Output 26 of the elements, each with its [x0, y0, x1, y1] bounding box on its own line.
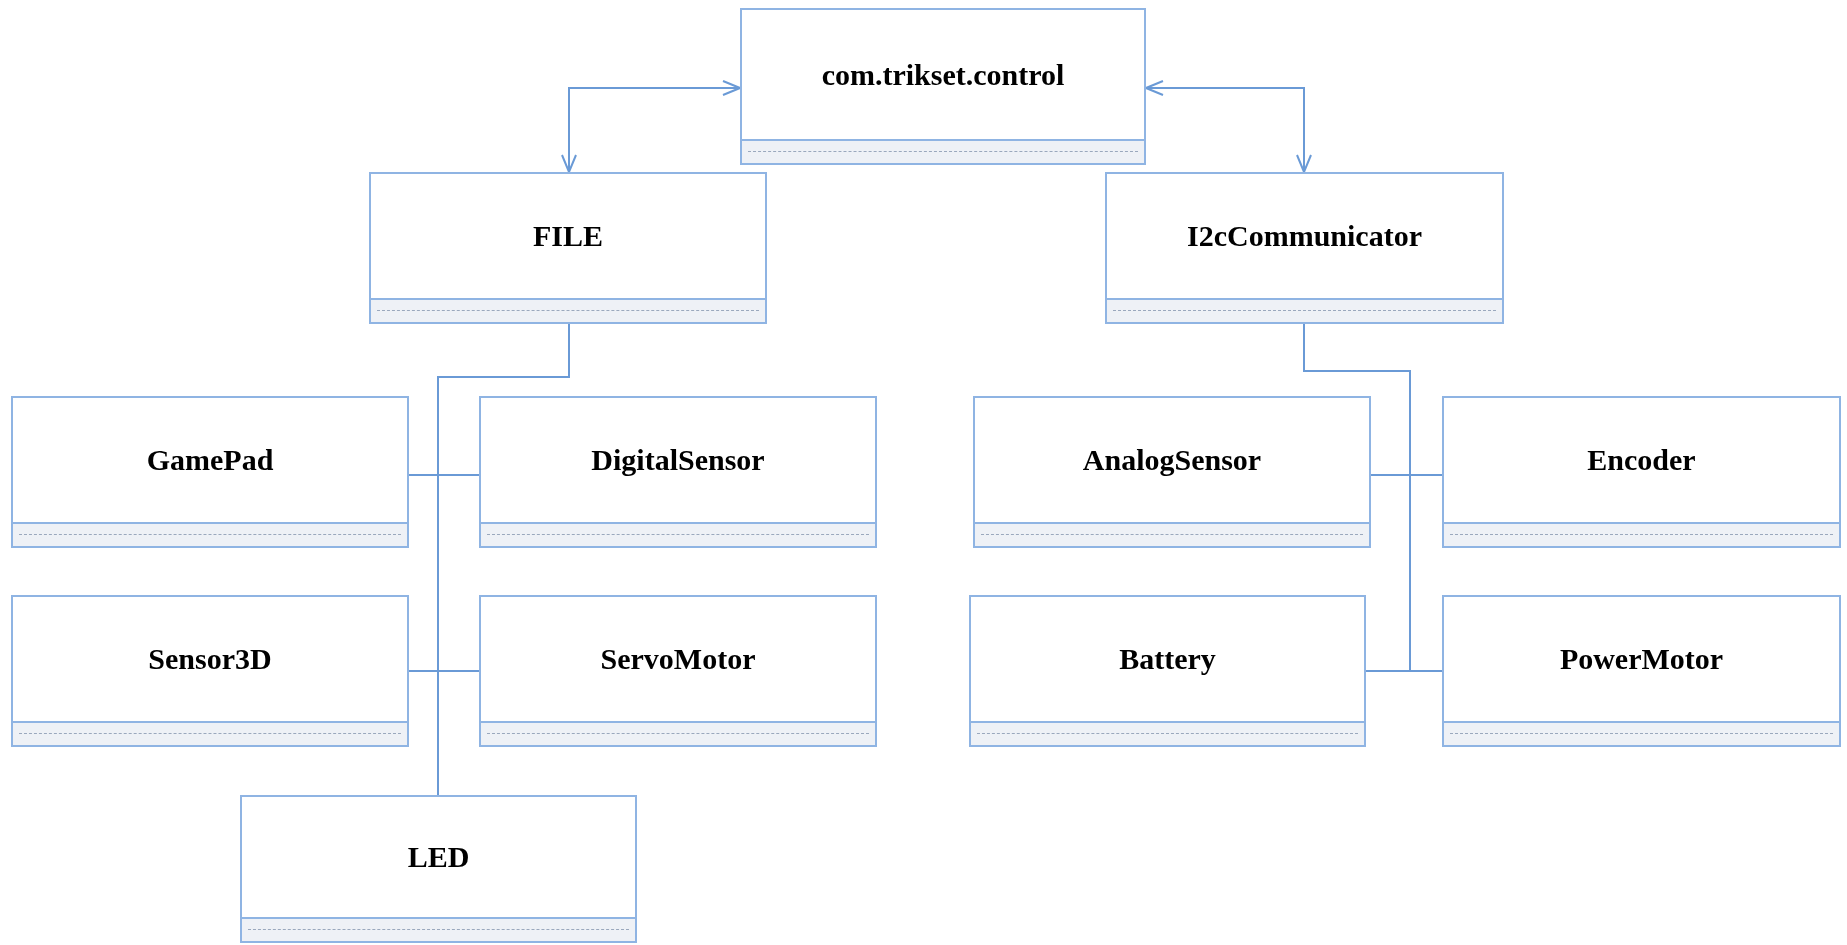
class-box	[240, 795, 637, 943]
class-name: Sensor3D	[148, 642, 272, 676]
arrow	[561, 80, 741, 173]
class-box	[1442, 595, 1841, 747]
arrow	[1145, 80, 1312, 173]
class-name: GamePad	[146, 443, 274, 477]
class-box	[969, 595, 1366, 747]
class-name: FILE	[533, 219, 603, 253]
class-name: ServoMotor	[600, 642, 756, 676]
class-name: Battery	[1119, 642, 1216, 676]
class-box	[11, 595, 409, 747]
class-name: AnalogSensor	[1082, 443, 1262, 477]
class-name: Encoder	[1587, 443, 1696, 477]
class-name: DigitalSensor	[591, 443, 765, 477]
class-name: LED	[407, 840, 470, 874]
class-name: I2cCommunicator	[1187, 219, 1422, 253]
class-box	[479, 396, 877, 548]
class-box	[479, 595, 877, 747]
class-name: PowerMotor	[1559, 642, 1724, 676]
class-name: com.trikset.control	[821, 57, 1065, 92]
class-box	[973, 396, 1371, 548]
class-box	[1442, 396, 1841, 548]
class-box	[740, 8, 1146, 165]
class-box	[11, 396, 409, 548]
class-box	[1105, 172, 1504, 324]
class-box	[369, 172, 767, 324]
